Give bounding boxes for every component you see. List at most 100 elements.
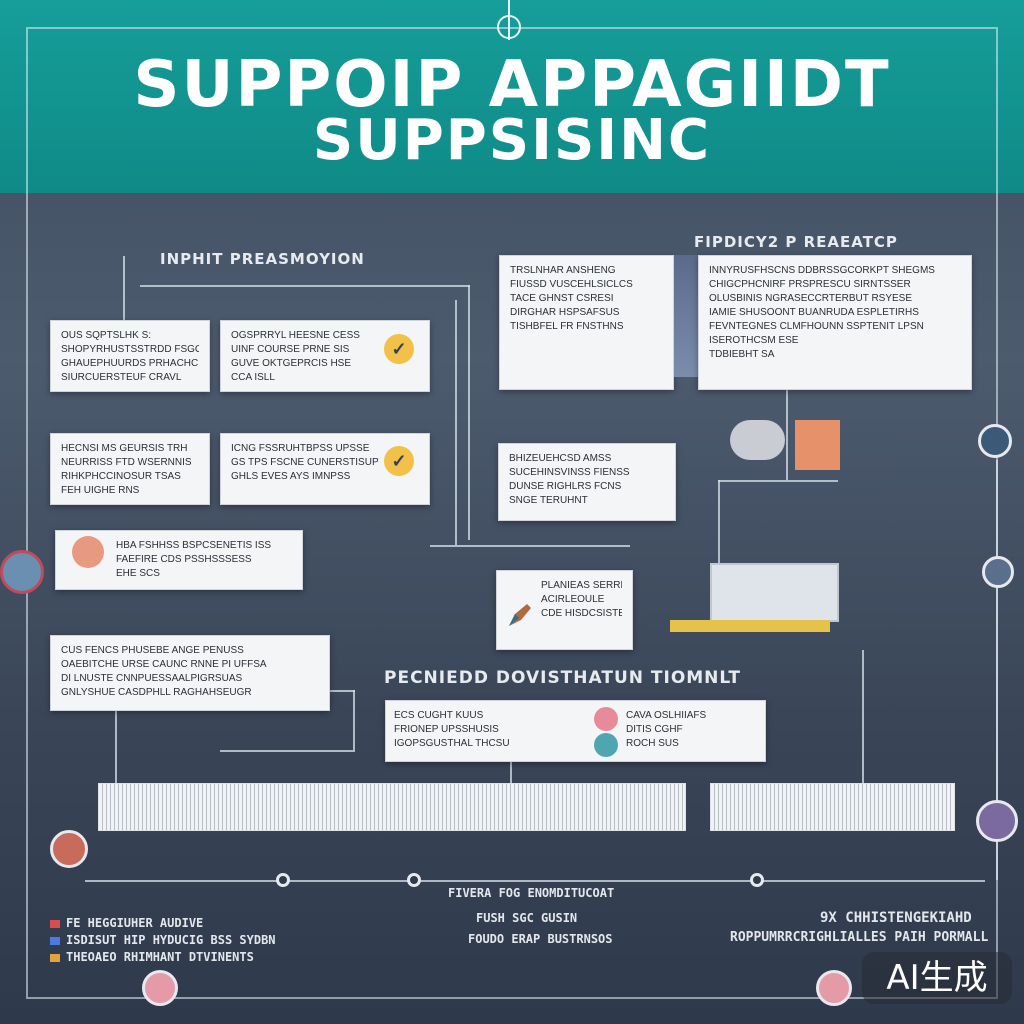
frame-node-icon	[497, 15, 521, 39]
avatar-icon	[72, 536, 104, 568]
data-strip	[98, 783, 686, 831]
card-text: IAMIE SHUSOONT BUANRUDA ESPLETIRHS	[709, 307, 919, 318]
card-text: GHAUEPHUURDS PRHACHC	[61, 358, 199, 369]
connector-line	[510, 760, 512, 784]
connector-line	[862, 650, 864, 790]
card-text: CAVA OSLHIIAFS	[626, 710, 707, 721]
connector-line	[718, 480, 838, 482]
connector-line	[140, 285, 470, 287]
connector-line	[996, 460, 998, 880]
shield-icon	[976, 800, 1018, 842]
info-card: ICNG FSSRUHTBPSS UPSSE GS TPS FSCNE CUNE…	[220, 433, 430, 505]
info-card: CUS FENCS PHUSEBE ANGE PENUSS OAEBITCHE …	[50, 635, 330, 711]
timeline-node	[407, 873, 421, 887]
connector-line	[468, 285, 470, 540]
connector-line	[718, 480, 720, 570]
footer-right-title: 9X CHHISTENGEKIAHD	[820, 910, 972, 926]
card-text: ECS CUGHT KUUS	[394, 710, 484, 721]
card-text: CCA ISLL	[231, 372, 275, 383]
card-text: IGOPSGUSTHAL THCSU	[394, 738, 510, 749]
footer-center-title: FIVERA FOG ENOMDITUCOAT	[448, 886, 615, 900]
document-icon	[795, 420, 840, 470]
card-text: GUVE OKTGEPRCIS HSE	[231, 358, 352, 369]
card-text: TISHBFEL FR FNSTHNS	[510, 321, 624, 332]
laptop-base-icon	[670, 620, 830, 632]
card-text: SIURCUERSTEUF CRAVL	[61, 372, 182, 383]
card-text: CUS FENCS PHUSEBE ANGE PENUSS	[61, 645, 244, 656]
info-card: TRSLNHAR ANSHENG FIUSSD VUSCEHLSICLCS TA…	[499, 255, 674, 390]
card-text: FEVNTEGNES CLMFHOUNN SSPTENIT LPSN	[709, 321, 924, 332]
connector-line	[330, 690, 355, 692]
legend-label: THEOAEO RHIMHANT DTVINENTS	[66, 950, 254, 964]
card-text: TDBIEBHT SA	[709, 349, 775, 360]
card-text: FEH UIGHE RNS	[61, 485, 140, 496]
gear-icon	[730, 420, 785, 460]
card-text: TACE GHNST CSRESI	[510, 293, 614, 304]
card-text: ISEROTHCSM ESE	[709, 335, 799, 346]
card-text: ACIRLEOULE	[541, 594, 605, 605]
legend-swatch	[50, 953, 60, 962]
card-text: CDE HISDCSISTE	[541, 608, 622, 619]
connector-line	[430, 545, 630, 547]
laptop-screen-icon	[710, 563, 839, 622]
card-text: HBA FSHHSS BSPCSENETIS ISS	[116, 540, 272, 551]
card-text: INNYRUSFHSCNS DDBRSSGCORKPT SHEGMS	[709, 265, 935, 276]
left-section-heading: INPHIT PREASMOYION	[160, 250, 365, 268]
data-strip	[710, 783, 955, 831]
card-text: BHIZEUEHCSD AMSS	[509, 453, 612, 464]
legend-swatch	[50, 936, 60, 945]
info-card: PLANIEAS SERRE ACIRLEOULE CDE HISDCSISTE	[496, 570, 633, 650]
card-text: SNGE TERUHNT	[509, 495, 588, 506]
globe-icon	[978, 424, 1012, 458]
chart-icon	[142, 970, 178, 1006]
card-text: CHIGCPHCNIRF PRSPRESCU SIRNTSSER	[709, 279, 911, 290]
card-column: ECS CUGHT KUUS FRIONEP UPSSHUSIS IGOPSGU…	[394, 709, 589, 751]
chart-icon	[816, 970, 852, 1006]
card-text: DI LNUSTE CNNPUESSAALPIGRSUAS	[61, 673, 243, 684]
card-text: OGSPRRYL HEESNE CESS	[231, 330, 360, 341]
timeline-node	[276, 873, 290, 887]
card-text: DUNSE RIGHLRS FCNS	[509, 481, 622, 492]
user-icon	[982, 556, 1014, 588]
ai-generated-badge: AI生成	[862, 952, 1012, 1004]
card-text: ROCH SUS	[626, 738, 679, 749]
connector-line	[115, 710, 117, 785]
checkmark-icon: ✓	[384, 334, 414, 364]
middle-section-heading: PECNIEDD DOVISTHATUN TIOMNLT	[384, 668, 742, 688]
legend-label: ISDISUT HIP HYDUCIG BSS SYDBN	[66, 933, 276, 947]
footer-center-text: FOUDO ERAP BUSTRNSOS	[468, 932, 613, 946]
timeline-node	[750, 873, 764, 887]
card-text: NEURRISS FTD WSERNNIS	[61, 457, 192, 468]
card-text: OUS SQPTSLHK S:	[61, 330, 152, 341]
info-card: INNYRUSFHSCNS DDBRSSGCORKPT SHEGMS CHIGC…	[698, 255, 972, 390]
right-section-heading: FIPDICY2 P REAEATCP	[694, 233, 898, 251]
legend-item: THEOAEO RHIMHANT DTVINENTS	[50, 950, 254, 964]
info-card: BHIZEUEHCSD AMSS SUCEHINSVINSS FIENSS DU…	[498, 443, 676, 521]
card-text: OAEBITCHE URSE CAUNC RNNE PI UFFSA	[61, 659, 267, 670]
bookmark-icon	[674, 255, 698, 377]
card-text: HECNSI MS GEURSIS TRH	[61, 443, 188, 454]
card-text: UINF COURSE PRNE SIS	[231, 344, 350, 355]
avatar-icon	[594, 733, 618, 757]
connector-line	[786, 390, 788, 480]
info-card: ECS CUGHT KUUS FRIONEP UPSSHUSIS IGOPSGU…	[385, 700, 766, 762]
eye-icon	[0, 550, 44, 594]
connector-line	[220, 750, 355, 752]
card-text: TRSLNHAR ANSHENG	[510, 265, 616, 276]
timeline-line	[85, 880, 985, 882]
legend-label: FE HEGGIUHER AUDIVE	[66, 916, 204, 930]
footer-right-text: ROPPUMRRCRIGHLIALLES PAIH PORMALL	[730, 930, 989, 945]
page-title-line2: SUPPSISINC	[312, 108, 712, 173]
connector-line	[455, 300, 457, 545]
card-text: GHLS EVES AYS IMNPSS	[231, 471, 351, 482]
card-text: RIHKPHCCINOSUR TSAS	[61, 471, 181, 482]
card-text: FRIONEP UPSSHUSIS	[394, 724, 499, 735]
card-column: CAVA OSLHIIAFS DITIS CGHF ROCH SUS	[626, 709, 761, 751]
card-text: EHE SCS	[116, 568, 160, 579]
card-text: PLANIEAS SERRE	[541, 580, 622, 591]
pen-icon	[505, 600, 535, 630]
card-text: FIUSSD VUSCEHLSICLCS	[510, 279, 633, 290]
card-text: OLUSBINIS NGRASECCRTERBUT RSYESE	[709, 293, 913, 304]
legend-swatch	[50, 919, 60, 928]
info-card: OUS SQPTSLHK S: SHOPYRHUSTSSTRDD FSGGLDS…	[50, 320, 210, 392]
